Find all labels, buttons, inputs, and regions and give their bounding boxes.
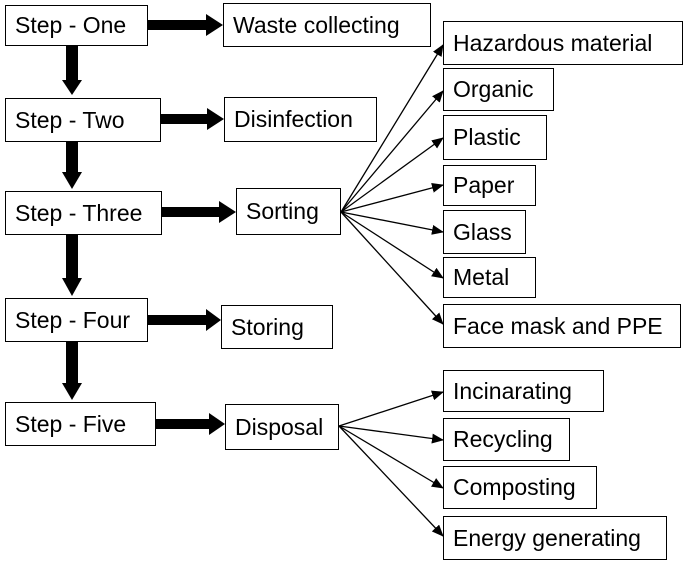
method-box-incinarating: Incinarating <box>443 370 604 412</box>
category-box-plastic: Plastic <box>443 115 547 160</box>
step-down-arrow-1 <box>62 46 82 95</box>
step-box-three: Step - Three <box>5 191 162 235</box>
step-down-arrow-4 <box>62 342 82 400</box>
action-box-disposal: Disposal <box>225 404 339 450</box>
category-box-organic: Organic <box>443 68 554 111</box>
step-right-arrow-4 <box>148 309 221 331</box>
step-box-five: Step - Five <box>5 402 156 446</box>
category-box-paper: Paper <box>443 165 536 206</box>
step-right-arrow-3 <box>162 201 236 223</box>
method-box-energy-generating: Energy generating <box>443 516 667 560</box>
step-box-four: Step - Four <box>5 298 148 342</box>
sorting-fanout-lines <box>340 44 444 325</box>
category-box-hazardous-material: Hazardous material <box>443 21 683 65</box>
action-box-waste-collecting: Waste collecting <box>223 3 431 47</box>
disposal-fanout-lines <box>338 390 444 537</box>
action-box-disinfection: Disinfection <box>224 97 377 142</box>
step-right-arrow-1 <box>148 14 223 36</box>
category-box-metal: Metal <box>443 257 536 298</box>
category-box-face-mask-and-ppe: Face mask and PPE <box>443 304 681 348</box>
step-box-one: Step - One <box>5 5 148 46</box>
action-box-storing: Storing <box>221 305 333 349</box>
method-box-composting: Composting <box>443 466 597 509</box>
step-right-arrow-2 <box>161 108 224 130</box>
method-box-recycling: Recycling <box>443 418 570 461</box>
step-down-arrow-3 <box>62 235 82 296</box>
step-down-arrow-2 <box>62 142 82 189</box>
category-box-glass: Glass <box>443 210 526 254</box>
step-box-two: Step - Two <box>5 98 161 142</box>
step-right-arrow-5 <box>156 413 225 435</box>
action-box-sorting: Sorting <box>236 188 341 235</box>
